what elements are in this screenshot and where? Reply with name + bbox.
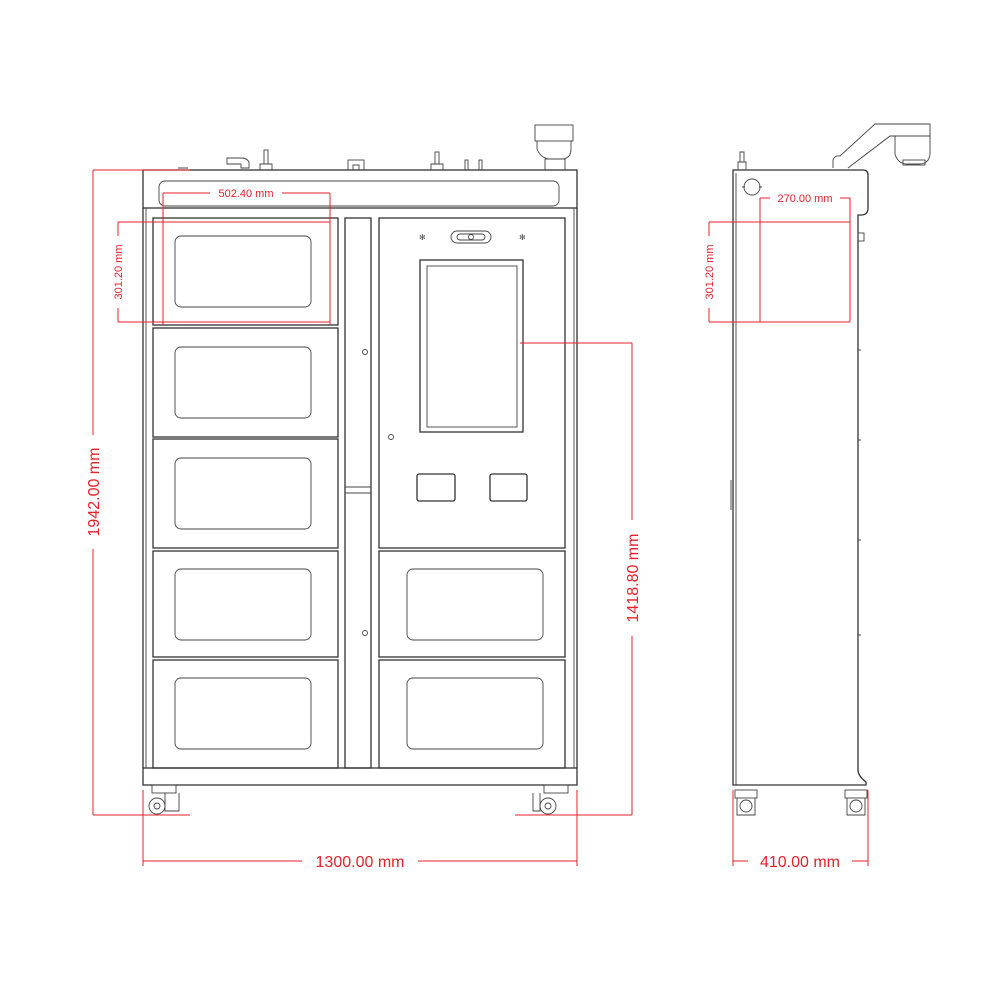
left-drawer-column [152,217,339,769]
locker-drawer[interactable] [378,659,566,769]
locker-drawer[interactable] [152,438,339,549]
top-light-strip [158,180,560,207]
dim-drawer-width: 502.40 mm [162,186,331,325]
base [142,767,578,786]
dim-label: 301.20 mm [113,244,125,299]
screw-icon: ✻ [519,233,526,242]
dim-total-width: 1300.00 mm [142,790,578,871]
dim-drawer-height: 301.20 mm [111,221,330,323]
dim-label: 1942.00 mm [86,448,103,537]
camera-arm [832,123,931,169]
dim-drawer-depth: 270.00 mm [759,191,851,322]
locker-drawer[interactable] [152,327,339,438]
locker-drawer[interactable] [378,550,566,658]
dim-label: 301.20 mm [704,244,716,299]
side-view: 270.00 mm 301.20 mm 410.00 mm [702,123,931,871]
dim-side-drawer-height: 301.20 mm [702,221,850,323]
dim-total-height: 1942.00 mm [84,169,190,816]
side-body [732,169,869,786]
dim-label: 502.40 mm [218,188,273,200]
caster-wheel [734,789,758,816]
dim-screen-height: 1418.80 mm [515,342,642,816]
keyhole-icon [388,434,394,440]
top-accessories [155,124,574,171]
dim-label: 1418.80 mm [625,534,642,623]
keyhole-icon [362,349,368,355]
dim-label: 270.00 mm [777,193,832,205]
middle-panel [344,217,372,769]
door-handle[interactable] [450,230,492,244]
dim-label: 410.00 mm [760,854,840,871]
touch-screen[interactable] [419,259,524,433]
locker-drawer[interactable] [152,217,339,326]
scanner[interactable] [489,473,528,502]
right-door: ✻ ✻ [378,217,566,549]
right-drawer-column [378,550,566,769]
card-reader[interactable] [416,473,456,502]
caster-wheel [148,784,180,815]
locker-drawer[interactable] [152,659,339,769]
caster-wheel [844,789,868,816]
top-bar [142,169,578,209]
locker-drawer[interactable] [152,550,339,658]
dim-label: 1300.00 mm [316,854,405,871]
dim-total-depth: 410.00 mm [732,790,869,871]
caster-wheel [532,784,569,815]
front-view: ✻ ✻ 502.40 mm 301. [84,124,642,871]
screw-icon: ✻ [419,233,426,242]
lock-icon [743,178,761,196]
keyhole-icon [362,630,368,636]
